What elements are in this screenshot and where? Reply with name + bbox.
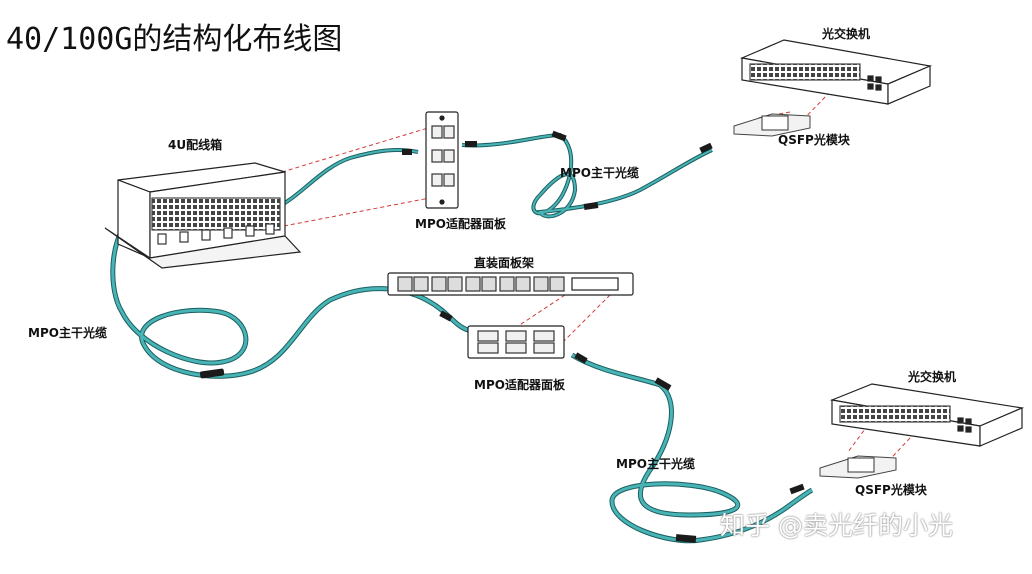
diagram-title: 40/100G的结构化布线图 <box>6 22 343 57</box>
mpo-adapter-top-label: MPO适配器面板 <box>415 217 506 231</box>
switch-top-label: 光交换机 <box>822 27 871 41</box>
box-4u-label: 4U配线箱 <box>168 138 223 152</box>
patch-cable-4u-to-mpo <box>271 148 419 212</box>
mpo-adapter-bottom-label: MPO适配器面板 <box>474 378 565 392</box>
mpo-trunk-top-label: MPO主干光缆 <box>560 166 639 180</box>
qsfp-module-top <box>733 113 811 137</box>
distribution-box-4u <box>104 162 302 269</box>
rack-panel-label: 直装面板架 <box>474 256 535 270</box>
mpo-adapter-panel-bottom <box>467 325 565 359</box>
mpo-trunk-cable-bottom <box>570 352 814 544</box>
optical-switch-top <box>739 39 933 105</box>
optical-switch-bottom <box>829 383 1025 447</box>
qsfp-bottom-label: QSFP光模块 <box>855 483 927 497</box>
mpo-trunk-bottom-label: MPO主干光缆 <box>616 457 695 471</box>
mpo-adapter-panel-top <box>425 111 459 209</box>
watermark: 知乎 @卖光纤的小光 <box>720 511 953 540</box>
switch-bottom-label: 光交换机 <box>908 370 957 384</box>
qsfp-module-bottom <box>819 455 897 479</box>
mpo-trunk-left-label: MPO主干光缆 <box>28 326 107 340</box>
cable-connectors <box>199 130 805 543</box>
rack-mount-panel <box>387 272 634 296</box>
mpo-trunk-cable-left <box>110 219 471 379</box>
qsfp-top-label: QSFP光模块 <box>778 133 850 147</box>
